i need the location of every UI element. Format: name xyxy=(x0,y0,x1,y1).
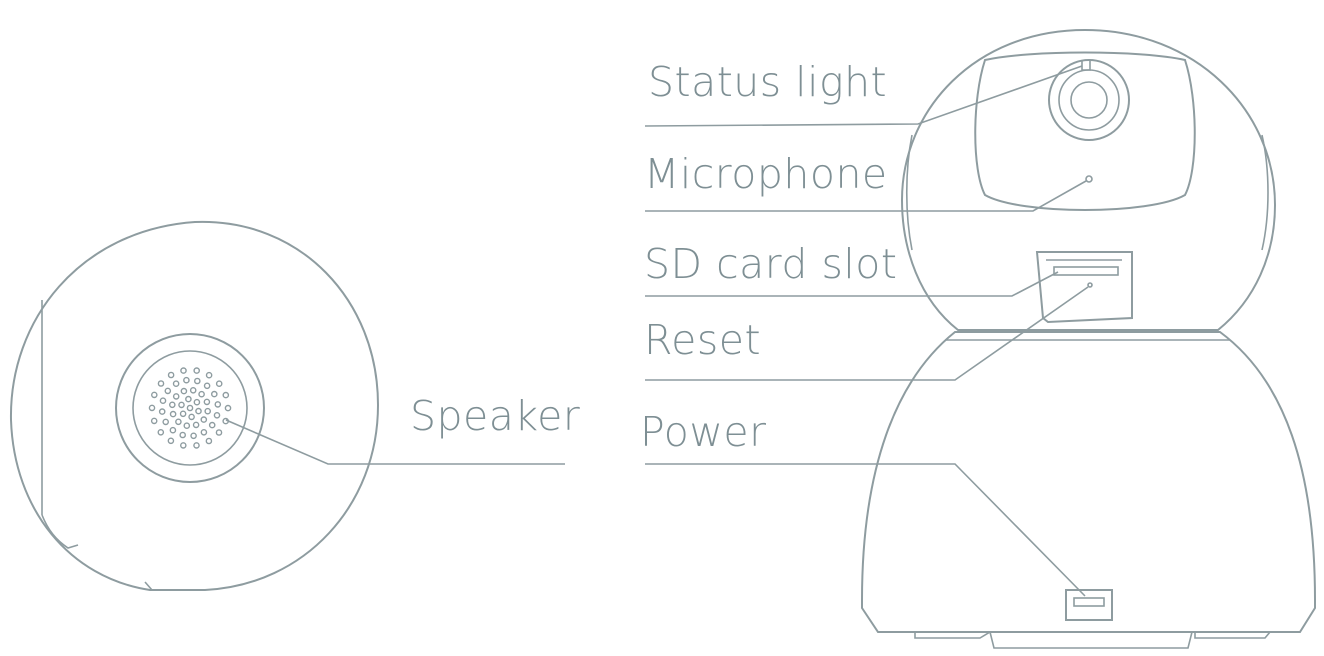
speaker-inner-ring xyxy=(132,350,248,466)
speaker-hole xyxy=(169,410,177,418)
status-light-nub xyxy=(1081,60,1091,71)
lens-inner xyxy=(1070,81,1108,119)
base-foot xyxy=(914,631,991,639)
speaker-hole xyxy=(205,437,213,445)
rear-bottom-notch xyxy=(144,581,153,591)
speaker-hole xyxy=(178,401,185,409)
speaker-hole xyxy=(157,428,165,436)
speaker-hole xyxy=(193,377,201,385)
speaker-hole xyxy=(215,380,223,388)
speaker-hole xyxy=(208,421,216,429)
speaker-hole xyxy=(214,401,222,408)
speaker-hole xyxy=(179,431,186,439)
power-port-housing xyxy=(1065,589,1113,621)
speaker-hole xyxy=(150,417,158,425)
camera-front-view xyxy=(861,28,1316,649)
reset-pinhole xyxy=(1087,282,1093,288)
speaker-hole xyxy=(203,398,211,406)
speaker-hole xyxy=(193,367,200,374)
sd-card-slot xyxy=(1053,266,1119,276)
speaker-hole xyxy=(164,387,172,395)
speaker-hole xyxy=(172,380,180,388)
speaker-grille xyxy=(148,367,232,449)
speaker-hole xyxy=(193,442,200,449)
speaker-hole xyxy=(168,401,176,409)
speaker-hole xyxy=(203,382,211,390)
speaker-hole xyxy=(198,390,205,398)
power-port-opening xyxy=(1073,597,1105,607)
sd-card-slot-label: SD card slot xyxy=(644,240,897,288)
speaker-hole xyxy=(192,421,200,429)
speaker-hole xyxy=(183,376,190,384)
sd-reset-panel xyxy=(1035,251,1133,324)
speaker-hole xyxy=(210,390,218,398)
speaker-hole xyxy=(186,404,194,412)
speaker-hole xyxy=(167,437,175,445)
power-leader-line xyxy=(645,463,1086,597)
power-label: Power xyxy=(640,408,766,456)
speaker-hole xyxy=(204,407,211,415)
speaker-hole xyxy=(180,367,187,374)
speaker-leader-line xyxy=(225,419,565,465)
speaker-hole xyxy=(179,410,187,418)
speaker-hole xyxy=(169,426,177,434)
speaker-hole xyxy=(167,371,175,379)
speaker-hole xyxy=(213,411,221,419)
status-light-label: Status light xyxy=(648,58,887,106)
speaker-hole xyxy=(175,418,182,426)
speaker-hole xyxy=(188,413,195,421)
speaker-hole xyxy=(215,429,223,436)
speaker-hole xyxy=(205,371,213,379)
speaker-hole xyxy=(200,416,208,423)
head-right-rib xyxy=(1261,134,1269,251)
speaker-hole xyxy=(189,386,197,394)
microphone-leader-line xyxy=(645,180,1087,212)
reset-leader-line xyxy=(645,286,1089,381)
microphone-label: Microphone xyxy=(644,150,888,198)
speaker-hole xyxy=(180,387,188,395)
camera-rear-view xyxy=(9,220,380,591)
speaker-hole xyxy=(224,404,232,412)
speaker-hole xyxy=(158,408,166,415)
speaker-hole xyxy=(200,428,208,436)
speaker-hole xyxy=(162,418,169,426)
microphone-pinhole xyxy=(1085,175,1093,183)
speaker-hole xyxy=(222,391,230,399)
sd-card-slot-leader-line xyxy=(645,271,1059,297)
base-dome xyxy=(861,331,1316,633)
speaker-hole xyxy=(150,391,158,399)
speaker-hole xyxy=(185,395,192,403)
head-left-rib xyxy=(905,134,913,251)
speaker-hole xyxy=(157,380,165,387)
status-light-leader-line xyxy=(644,65,1083,127)
lens-outer xyxy=(1048,59,1130,141)
base-foot-right xyxy=(1194,631,1271,639)
speaker-label: Speaker xyxy=(410,392,580,440)
base-stand xyxy=(989,631,1193,649)
speaker-hole xyxy=(148,404,156,412)
speaker-hole xyxy=(193,398,201,406)
speaker-hole xyxy=(172,393,180,400)
reset-label: Reset xyxy=(644,316,761,364)
speaker-hole xyxy=(190,432,197,440)
speaker-hole xyxy=(159,397,167,405)
speaker-hole xyxy=(183,422,191,430)
speaker-hole xyxy=(179,442,187,449)
rear-side-band-lower xyxy=(41,514,79,549)
speaker-hole xyxy=(195,407,202,415)
